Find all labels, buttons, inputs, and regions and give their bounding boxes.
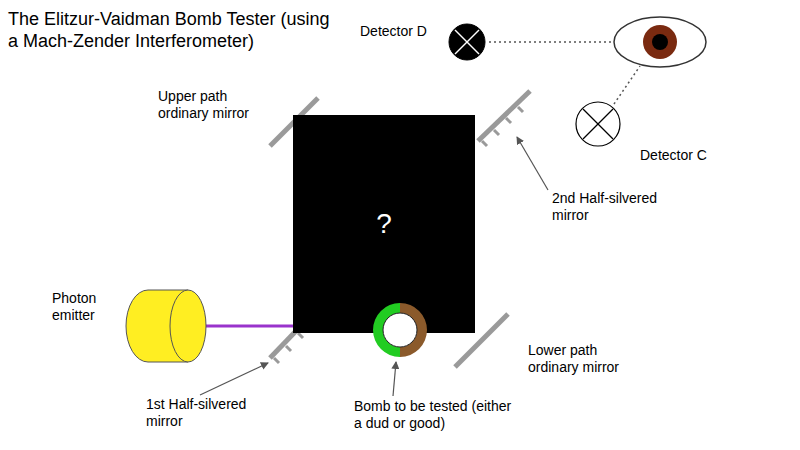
part-label: Bomb to be tested (either a dud or good)	[354, 398, 514, 432]
part-label: 2nd Half-silvered mirror	[552, 190, 684, 224]
black-box: ?	[293, 115, 475, 333]
node-text: Detector C	[640, 147, 724, 164]
bomb-ring	[370, 300, 430, 360]
part-label: Upper path ordinary mirror	[158, 88, 276, 122]
half-silvered-mirror	[478, 91, 530, 146]
bomb	[370, 300, 430, 360]
diagram-title: The Elitzur-Vaidman Bomb Tester (using a…	[8, 8, 340, 52]
photon-emitter: Photon emitter	[48, 288, 208, 364]
leader-arrow	[200, 363, 268, 395]
part-label: 1st Half-silvered mirror	[146, 396, 278, 430]
part-label: Lower path ordinary mirror	[528, 342, 646, 376]
photon-beam	[200, 325, 293, 328]
detector: Detector C	[574, 100, 724, 172]
node-text: Photon emitter	[52, 290, 124, 324]
sight-line	[614, 66, 640, 104]
detector-symbol	[574, 100, 622, 148]
leader-arrow	[517, 137, 548, 190]
node-text: ?	[376, 208, 392, 240]
eye	[614, 17, 706, 67]
sight-line	[489, 41, 612, 43]
detector: Detector D	[355, 18, 490, 62]
leader-arrow	[393, 362, 396, 396]
node-text: Detector D	[360, 23, 445, 40]
detector-symbol	[447, 22, 487, 62]
